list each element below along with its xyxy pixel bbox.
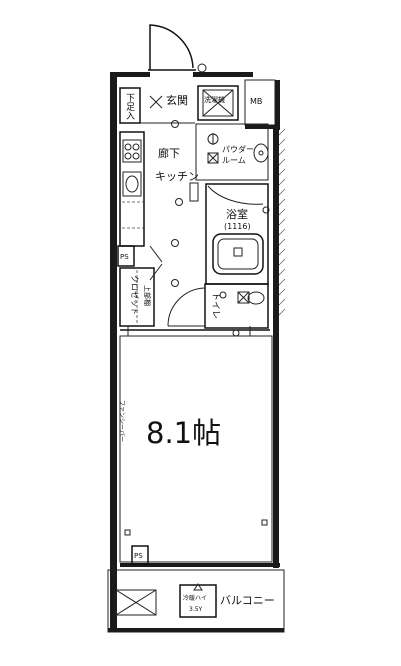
genkan-label: 玄関 <box>166 93 188 107</box>
powder-room <box>195 123 269 181</box>
powder-room-label-1: パウダー <box>222 144 254 154</box>
kitchen-label: キッチン <box>155 170 199 183</box>
shitabako-label-2: 足 <box>126 102 135 113</box>
ac-label: 冷暖ハイ <box>183 594 207 602</box>
shelf-label: 上部棚 <box>143 285 152 306</box>
shitabako-label-1: 下 <box>126 94 135 104</box>
mb-label: MB <box>250 97 262 106</box>
rouka-light-2 <box>171 239 179 247</box>
ps-upper-label: PS <box>120 253 129 261</box>
genkan-light <box>171 120 179 128</box>
balcony-area <box>115 583 217 618</box>
rouka-light-3 <box>171 279 179 287</box>
ps-upper-box <box>117 245 135 267</box>
outer-walls <box>107 72 285 633</box>
washing-machine <box>197 85 239 121</box>
ps-lower-label: PS <box>134 552 143 560</box>
right-wall-hatch <box>278 128 286 316</box>
closet-label: クロゼット <box>130 275 140 315</box>
ps-lower-box <box>131 545 149 565</box>
toilet-room <box>167 283 269 329</box>
yokushitsu-size: (1116) <box>224 222 251 231</box>
fanshiba-label: ファンシーバー <box>118 400 125 442</box>
toilet-label: トイレ <box>210 292 220 319</box>
main-room <box>119 335 273 563</box>
powder-room-label-2: ルーム <box>222 156 246 165</box>
shitabako-label-3: 入 <box>126 111 135 122</box>
yokushitsu-label: 浴室 <box>226 207 248 221</box>
room-size-label: 8.1帖 <box>146 416 221 450</box>
kitchen-counter <box>119 131 145 247</box>
balcony-label: バルコニー <box>220 594 275 607</box>
sentakuki-label: 洗濯機 <box>204 95 225 104</box>
entry-door <box>148 24 196 71</box>
rouka-label: 廊下 <box>158 146 180 160</box>
genkan-area <box>119 87 195 124</box>
closet <box>119 245 163 327</box>
bathroom <box>205 183 270 285</box>
kitchen-fridge <box>189 182 199 202</box>
meter-circle <box>197 63 207 73</box>
ac-size: 3.5Y <box>189 606 203 613</box>
rouka-light-1 <box>175 198 183 206</box>
